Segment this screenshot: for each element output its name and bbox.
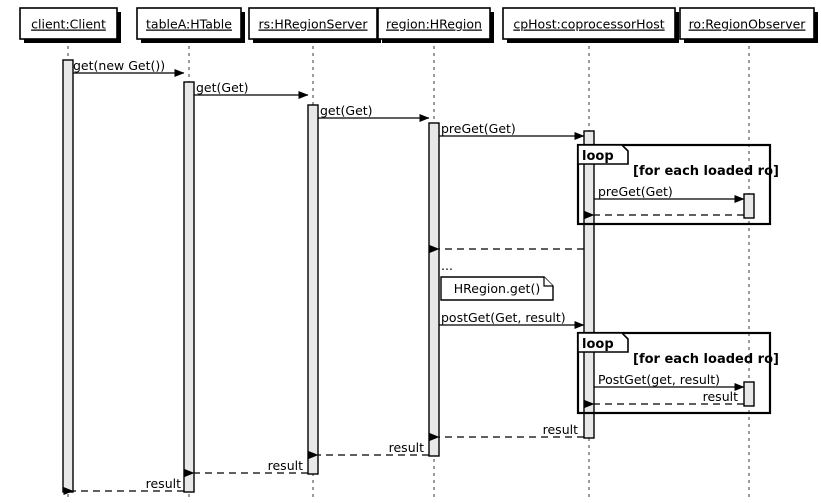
participant-name: rs:HRegionServer xyxy=(258,17,368,32)
message-label: preGet(Get) xyxy=(441,121,516,136)
message-label: result xyxy=(389,440,424,455)
participant-name: region:HRegion xyxy=(386,17,482,32)
participant-box[interactable] xyxy=(19,7,118,40)
participant-name: tableA:HTable xyxy=(146,17,232,32)
activations-group xyxy=(62,59,755,493)
message-label: preGet(Get) xyxy=(598,184,673,199)
notes-group: HRegion.get()... xyxy=(440,258,554,301)
participant-box[interactable] xyxy=(377,7,491,40)
activation-bar-cpHost xyxy=(583,130,595,439)
participant-header-rs[interactable]: rs:HRegionServer xyxy=(248,7,381,43)
message-m3: get(Get) xyxy=(318,103,430,122)
annotation-ellipsis: ... xyxy=(441,258,453,273)
messages-group: get(new Get()) get(Get) get(Get) preGet(Get… xyxy=(63,58,745,495)
activation-bar-region xyxy=(428,122,440,457)
fragment-guard-label: [for each loaded ro] xyxy=(633,352,779,367)
fragment-border xyxy=(576,331,772,415)
participant-name: cpHost:coprocessorHost xyxy=(513,17,664,32)
participant-box[interactable] xyxy=(679,7,815,40)
participant-headers-group: client:Client tableA:HTable rs:HRegionServ… xyxy=(19,7,818,43)
fragment-guard-label: [for each loaded ro] xyxy=(633,164,779,179)
fragment-tab xyxy=(577,144,629,165)
note-body xyxy=(440,276,554,301)
participant-box[interactable] xyxy=(248,7,378,40)
message-label: result xyxy=(543,422,578,437)
participant-box[interactable] xyxy=(136,7,242,40)
fragment-loop2: loop [for each loaded ro] xyxy=(576,331,779,415)
participant-header-client[interactable]: client:Client xyxy=(19,7,121,43)
message-m8: postGet(Get, result) xyxy=(439,310,585,329)
activation-bar-client xyxy=(62,59,74,493)
fragment-border xyxy=(576,143,772,226)
message-m5: preGet(Get) xyxy=(594,184,745,203)
participant-box[interactable] xyxy=(502,7,676,40)
message-label: get(Get) xyxy=(196,80,249,95)
participant-header-cpHost[interactable]: cpHost:coprocessorHost xyxy=(502,7,679,43)
fragment-tab xyxy=(577,332,629,353)
message-m11: result xyxy=(429,422,584,441)
fragment-keyword: loop xyxy=(582,149,614,164)
message-m10: result xyxy=(584,389,744,408)
message-label: PostGet(get, result) xyxy=(598,372,720,387)
activation-bar-ro xyxy=(743,381,755,407)
message-label: get(Get) xyxy=(320,103,373,118)
message-m12: result xyxy=(308,440,429,459)
participant-name: ro:RegionObserver xyxy=(689,17,807,32)
note-fold-corner xyxy=(543,277,553,287)
note-label: HRegion.get() xyxy=(454,281,540,296)
message-label: get(new Get()) xyxy=(73,58,165,73)
participant-header-ro[interactable]: ro:RegionObserver xyxy=(679,7,818,43)
message-label: result xyxy=(703,389,738,404)
note-note-hregion-get: HRegion.get() xyxy=(440,276,554,301)
message-m1: get(new Get()) xyxy=(73,58,185,77)
activation-bar-ro xyxy=(743,193,755,219)
fragment-keyword: loop xyxy=(582,337,614,352)
message-m13: result xyxy=(184,458,308,477)
activation-bar-rs xyxy=(307,104,319,475)
lifelines-group xyxy=(67,39,750,501)
participant-header-region[interactable]: region:HRegion xyxy=(377,7,494,43)
message-m9: PostGet(get, result) xyxy=(594,372,745,391)
message-label: result xyxy=(146,476,181,491)
fragments-group: loop [for each loaded ro] loop [for each lo… xyxy=(576,143,779,415)
message-m14: result xyxy=(63,476,184,495)
message-m2: get(Get) xyxy=(194,80,309,99)
activation-bar-tableA xyxy=(183,81,195,493)
message-label: postGet(Get, result) xyxy=(441,310,566,325)
fragment-loop1: loop [for each loaded ro] xyxy=(576,143,779,226)
participant-name: client:Client xyxy=(31,17,106,32)
message-m4: preGet(Get) xyxy=(439,121,585,140)
participant-header-tableA[interactable]: tableA:HTable xyxy=(136,7,245,43)
message-label: result xyxy=(268,458,303,473)
